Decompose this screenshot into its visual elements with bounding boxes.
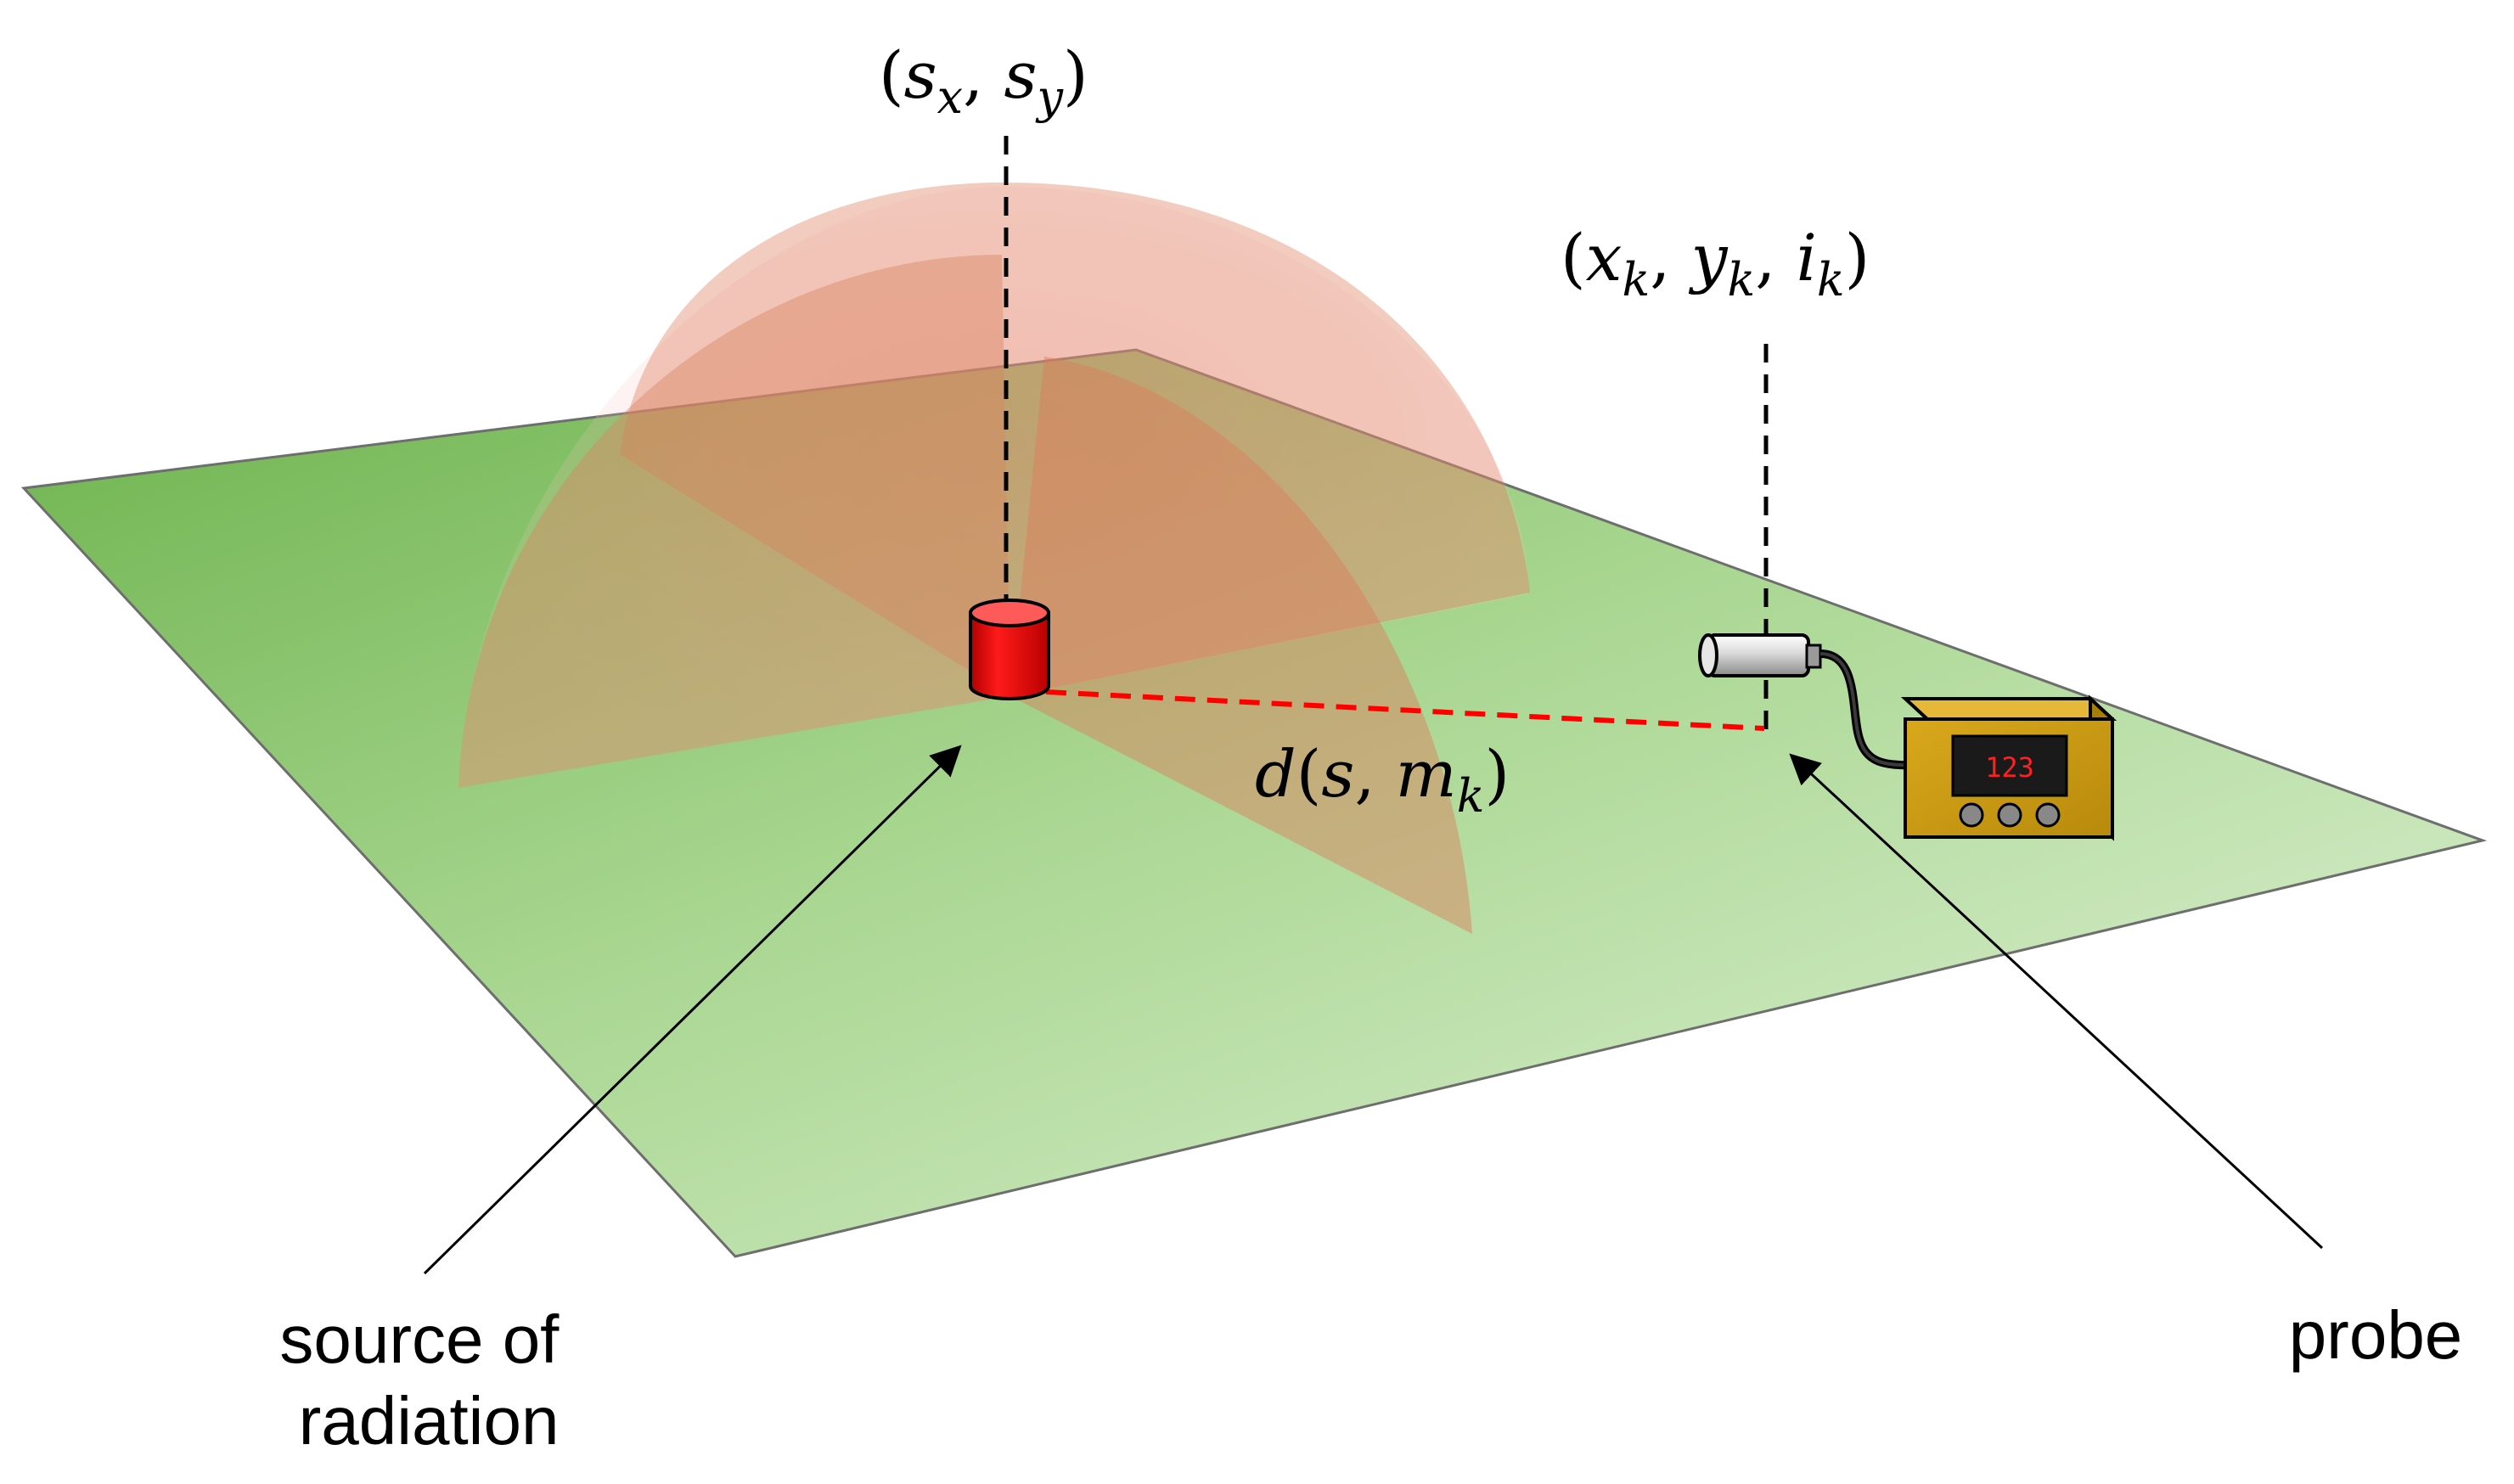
meter-display-value: 123 [1985, 751, 2034, 784]
meter-knob-1 [1959, 802, 1984, 828]
radiation-section-back [620, 183, 1530, 696]
radiation-section-front [1010, 357, 1472, 934]
source-caption-line2: radiation [299, 1383, 560, 1459]
radiation-field [458, 183, 1530, 934]
radiation-section-left [458, 255, 1010, 788]
meter-knob-3 [2035, 802, 2061, 828]
meter-screen [1951, 734, 2068, 797]
probe-sensor-icon [1698, 633, 1822, 677]
radiation-meter-icon: 123 [1900, 694, 2117, 841]
radiation-source-cylinder-icon [969, 599, 1050, 700]
probe-caption: probe [2289, 1297, 2463, 1373]
distance-label: d(s, mk) [1255, 736, 1510, 823]
source-coordinate-label: (sx, sy) [879, 37, 1088, 124]
source-caption-line1: source of [279, 1301, 560, 1377]
source-caption: source of radiation [279, 1301, 577, 1459]
source-pointer-arrow [423, 745, 962, 1275]
probe-coordinate-label: (xk, yk, ik) [1561, 220, 1870, 306]
meter-knob-2 [1997, 802, 2022, 828]
probe-pointer-arrow [1789, 753, 2324, 1250]
distance-line [1045, 689, 1765, 731]
radiation-dome [458, 187, 1528, 788]
